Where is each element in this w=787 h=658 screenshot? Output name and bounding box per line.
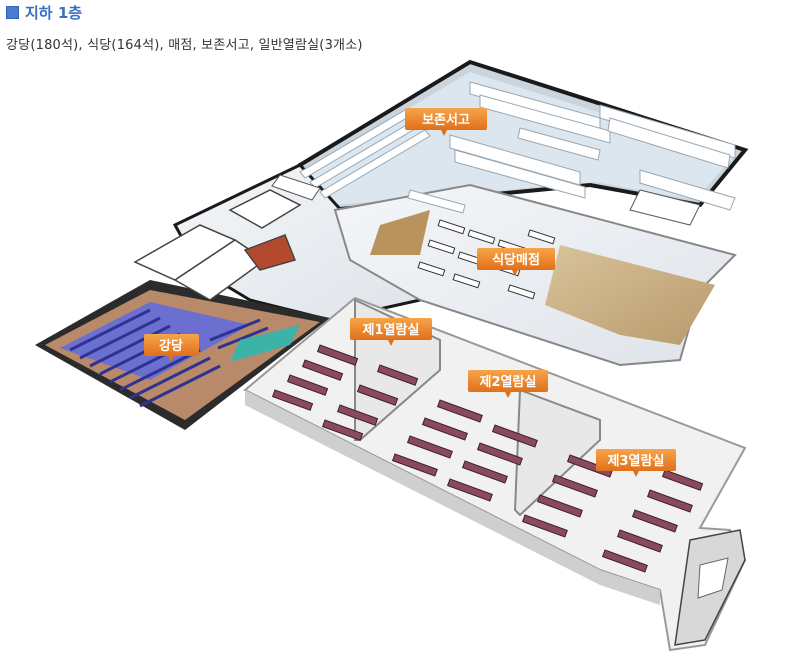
svg-text:강당: 강당 (159, 338, 183, 354)
floor-header: 지하 1층 (6, 2, 82, 22)
service-rooms (133, 189, 302, 301)
svg-text:보존서고: 보존서고 (422, 113, 470, 128)
stairs-reading (674, 529, 746, 646)
label-auditorium[interactable]: 강당 (144, 334, 199, 362)
label-reading2[interactable]: 제2열람실 (468, 370, 548, 398)
svg-text:제1열람실: 제1열람실 (363, 322, 420, 338)
svg-text:제3열람실: 제3열람실 (608, 453, 665, 469)
svg-text:식당매점: 식당매점 (492, 252, 540, 268)
storage-shelves (299, 81, 736, 214)
square-bullet-icon (6, 5, 19, 19)
label-reading3[interactable]: 제3열람실 (596, 449, 676, 477)
label-cafeteria[interactable]: 식당매점 (477, 248, 555, 276)
label-storage[interactable]: 보존서고 (405, 108, 487, 136)
reading-desks (271, 344, 704, 573)
svg-text:제2열람실: 제2열람실 (480, 374, 537, 390)
label-reading1[interactable]: 제1열람실 (350, 318, 432, 346)
stairs-storage (271, 174, 701, 226)
cafeteria-area (370, 210, 715, 345)
floor-description: 강당(180석), 식당(164석), 매점, 보존서고, 일반열람실(3개소) (6, 38, 363, 53)
floor-title: 지하 1층 (25, 3, 83, 22)
